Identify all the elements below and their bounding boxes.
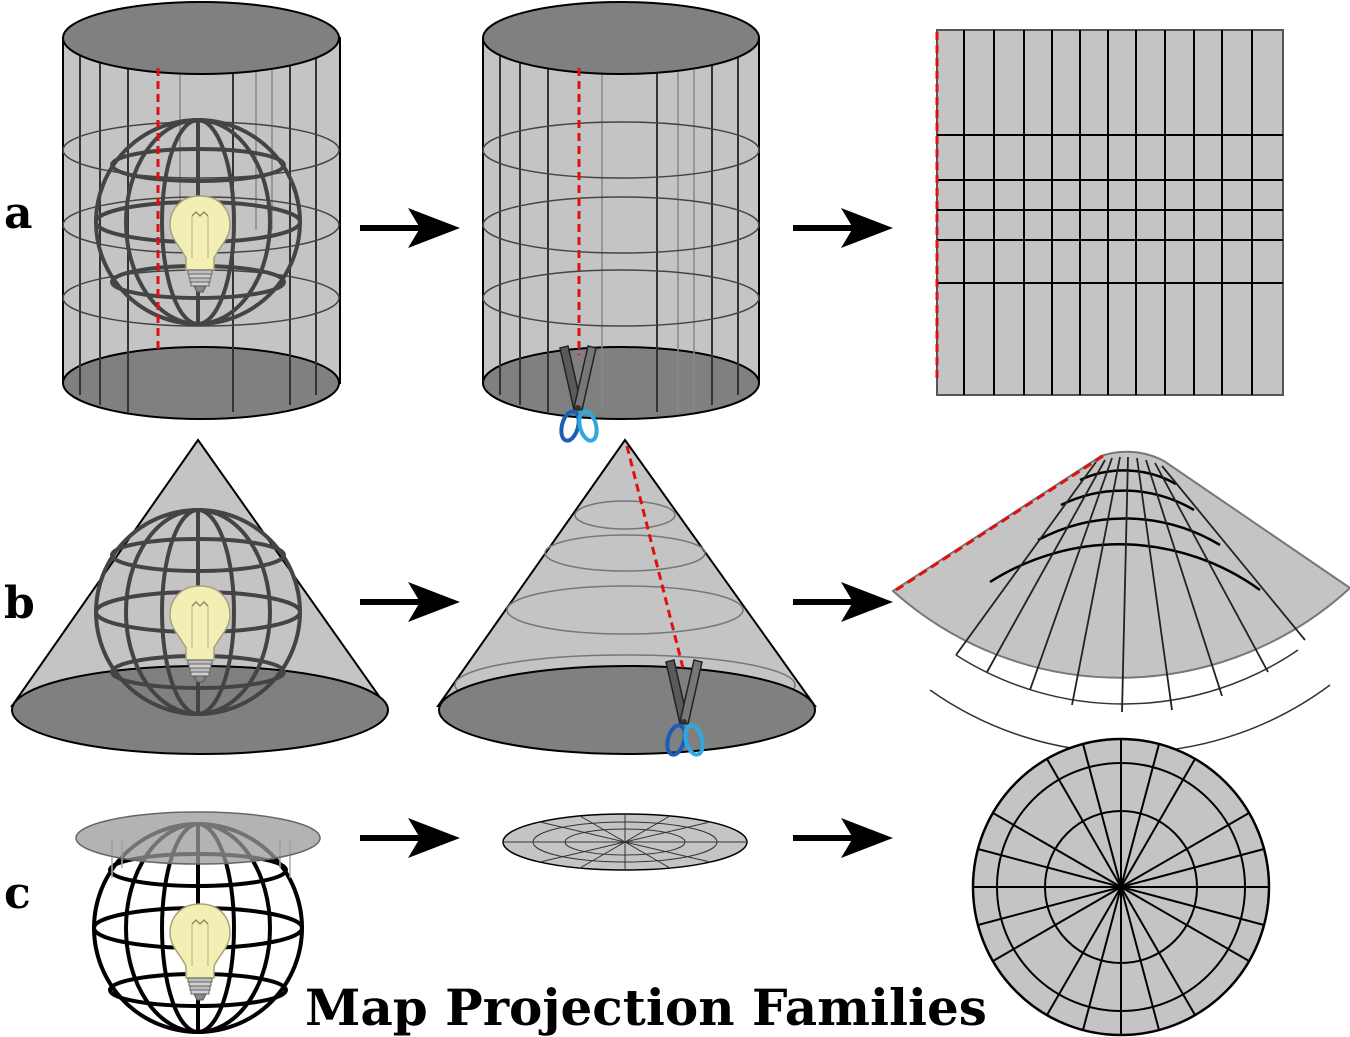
azimuthal-plane-small [502, 813, 748, 871]
arrow-right-icon [360, 818, 460, 858]
cylindrical-flat-map [935, 29, 1284, 396]
lightbulb-icon [169, 903, 231, 1001]
cylinder-with-globe [62, 1, 341, 420]
arrow-right-icon [793, 208, 893, 248]
row-label-a: a [4, 188, 33, 239]
globe-with-plane [75, 811, 321, 1034]
row-label-c: c [4, 868, 31, 919]
arrow-right-icon [793, 582, 893, 622]
cylinder-cut [482, 1, 760, 445]
conic-flat-map [891, 450, 1350, 754]
row-label-b: b [4, 578, 35, 629]
arrow-right-icon [793, 818, 893, 858]
arrow-right-icon [360, 582, 460, 622]
cone-with-globe [10, 438, 389, 755]
arrow-right-icon [360, 208, 460, 248]
azimuthal-flat-map [971, 737, 1271, 1037]
cone-cut [436, 438, 817, 759]
figure-title: Map Projection Families [305, 978, 987, 1037]
